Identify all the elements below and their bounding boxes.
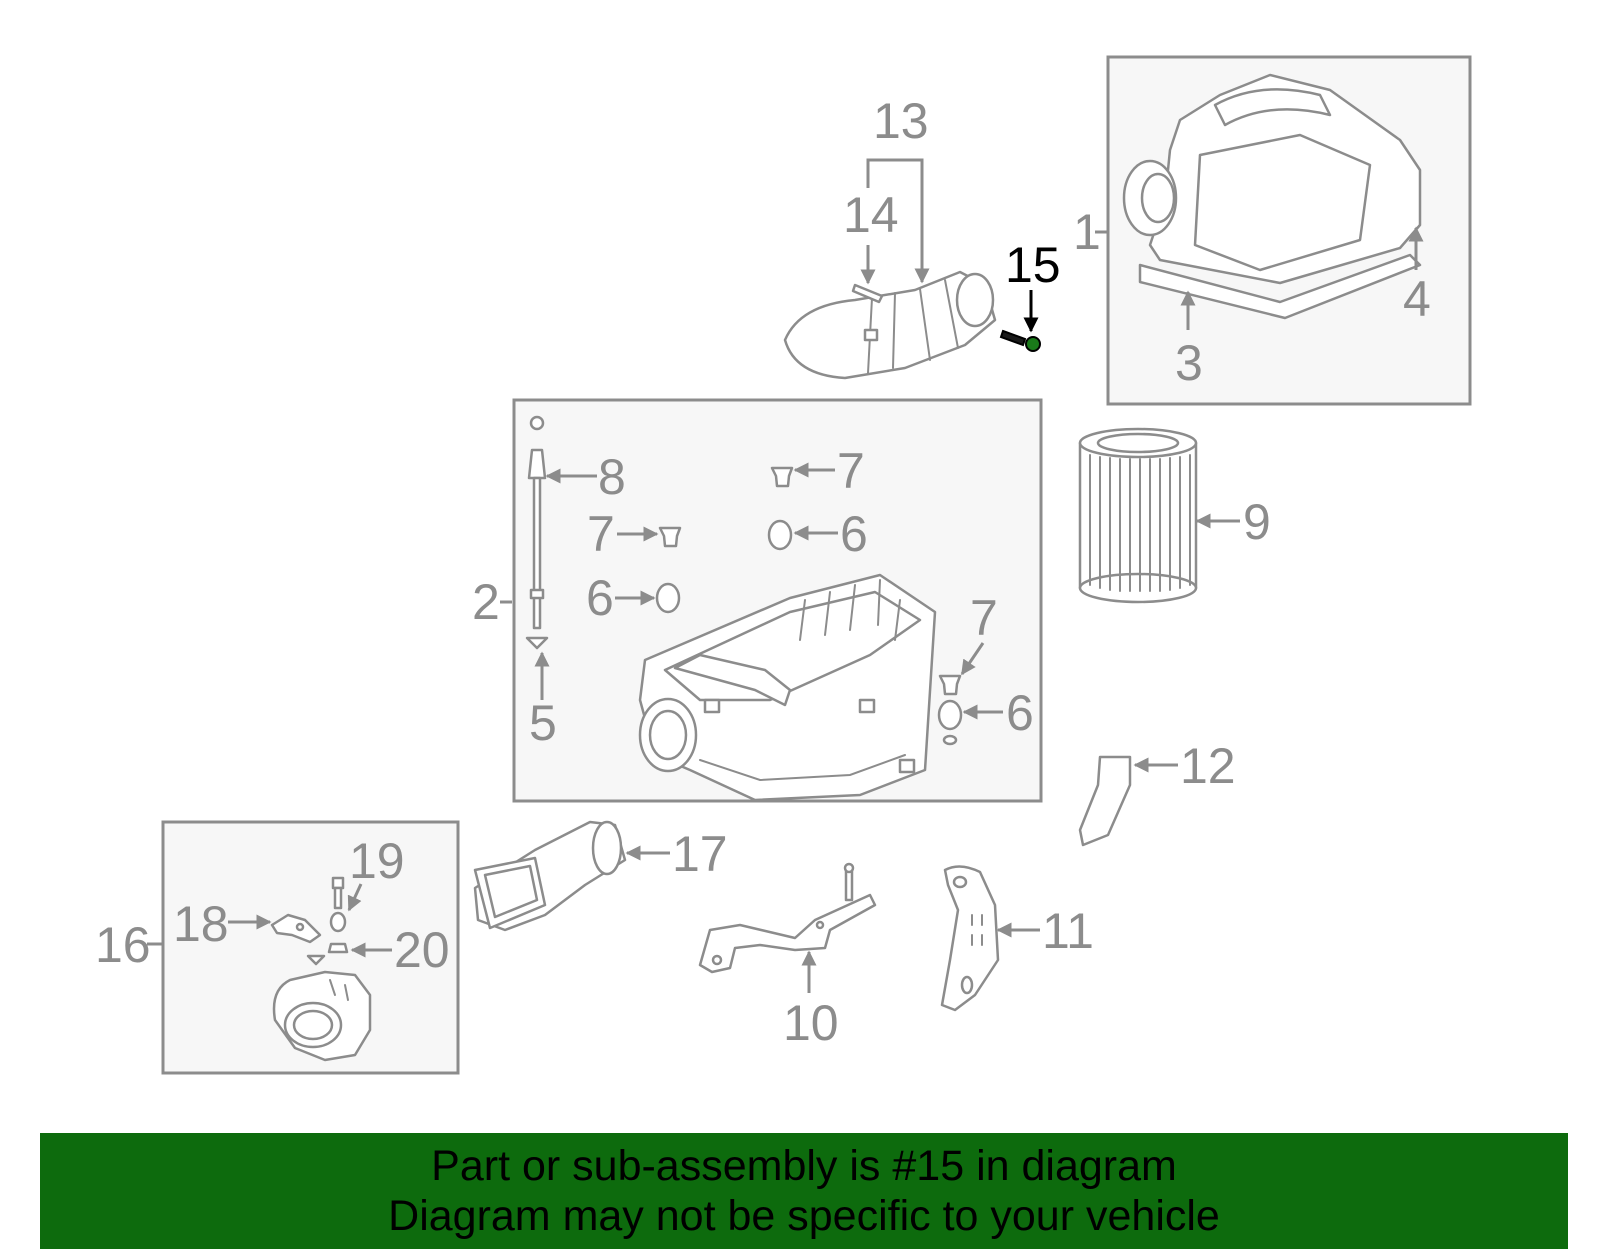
- callout-2: 2: [472, 574, 500, 630]
- part-7-clip-b[interactable]: [658, 526, 682, 548]
- part-16-throttle-body[interactable]: [272, 970, 372, 1062]
- callout-8: 8: [598, 449, 626, 505]
- callout-5: 5: [529, 695, 557, 751]
- part-6-grommet-b[interactable]: [655, 582, 681, 614]
- part-20-nut[interactable]: [306, 942, 349, 966]
- callout-10: 10: [783, 995, 839, 1051]
- callout-6-a: 6: [840, 506, 868, 562]
- callout-4: 4: [1403, 271, 1431, 327]
- banner-line-2: Diagram may not be specific to your vehi…: [388, 1192, 1220, 1240]
- callout-18: 18: [173, 896, 229, 952]
- callout-9: 9: [1243, 494, 1271, 550]
- callout-16: 16: [95, 917, 151, 973]
- callout-1: 1: [1073, 204, 1101, 260]
- callout-7-a: 7: [837, 443, 865, 499]
- banner-line-1: Part or sub-assembly is #15 in diagram: [431, 1142, 1177, 1190]
- callout-13: 13: [873, 93, 929, 149]
- part-9-air-filter[interactable]: [1078, 427, 1198, 604]
- callout-20: 20: [394, 922, 450, 978]
- part-1-air-cleaner-cover[interactable]: [1122, 73, 1422, 320]
- part-5-grommet[interactable]: [525, 636, 549, 650]
- callout-11: 11: [1042, 903, 1094, 959]
- callout-14: 14: [843, 187, 899, 243]
- part-17-intake-hose[interactable]: [473, 820, 627, 932]
- part-19-bolt[interactable]: [329, 876, 347, 933]
- part-11-bracket[interactable]: [940, 865, 1000, 1012]
- box-throttle-body: [161, 820, 460, 1075]
- callout-7-c: 7: [970, 590, 998, 646]
- part-8-rod[interactable]: [527, 415, 547, 630]
- part-14-clamp[interactable]: [851, 283, 884, 304]
- callout-6-b: 6: [586, 570, 614, 626]
- part-18-sensor[interactable]: [270, 913, 322, 944]
- part-7-clip-a[interactable]: [770, 466, 794, 488]
- info-banner: Part or sub-assembly is #15 in diagram D…: [40, 1133, 1568, 1249]
- part-6-grommet-c[interactable]: [937, 699, 963, 746]
- callout-12: 12: [1180, 738, 1236, 794]
- part-6-grommet-a[interactable]: [767, 519, 793, 551]
- callout-15: 15: [1005, 237, 1061, 293]
- part-10-bracket[interactable]: [698, 862, 877, 974]
- part-7-clip-c[interactable]: [938, 674, 962, 696]
- part-2-air-cleaner-case[interactable]: [638, 573, 937, 802]
- callout-19: 19: [349, 833, 405, 889]
- part-15-bolt[interactable]: [999, 329, 1041, 352]
- part-13-intake-duct[interactable]: [783, 270, 997, 380]
- callout-6-c: 6: [1006, 685, 1034, 741]
- callout-7-b: 7: [587, 506, 615, 562]
- part-12-bracket[interactable]: [1078, 755, 1132, 847]
- callout-17: 17: [672, 826, 728, 882]
- callout-3: 3: [1175, 335, 1203, 391]
